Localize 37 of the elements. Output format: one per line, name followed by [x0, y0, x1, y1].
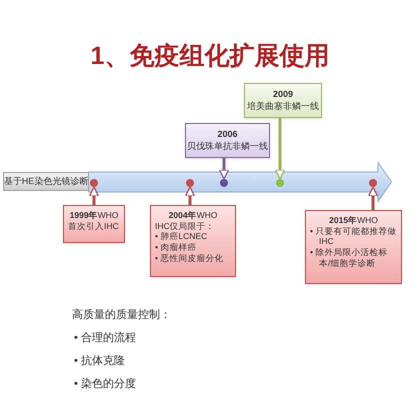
- event-text: • 除外局限小活检标本/细胞学诊断: [310, 246, 388, 268]
- event-text: 培美曲塞非鳞一线: [247, 100, 319, 112]
- timeline-dot: [220, 179, 228, 187]
- event-text: • 肉瘤样癌: [155, 242, 196, 252]
- event-box: [185, 123, 270, 158]
- event-box: [305, 210, 402, 284]
- timeline-arrow: [88, 162, 392, 202]
- event-box: [244, 83, 322, 118]
- arrow: [88, 186, 100, 205]
- arrow: [368, 186, 378, 210]
- arrow: [274, 118, 286, 180]
- note-item: • 抗体克隆: [74, 354, 126, 369]
- year-label: 2006: [217, 129, 238, 140]
- note-heading: 高质量的质量控制：: [72, 308, 171, 323]
- timeline-dot: [369, 179, 377, 187]
- timeline-dot: [276, 179, 284, 187]
- event-text: 1999年WHO: [68, 210, 120, 221]
- event-box: [63, 205, 125, 243]
- event-text: • 肺癌LCNEC: [155, 231, 208, 242]
- event-box: [150, 205, 236, 277]
- year-label: 2009: [272, 89, 294, 100]
- event-text: 基于HE染色光镜诊断: [4, 176, 88, 188]
- event-text: • 只要有可能都推荐做IHC: [310, 226, 397, 247]
- arrow: [184, 186, 196, 205]
- event-text: 首次引入IHC: [68, 220, 120, 232]
- note-item: • 合理的流程: [74, 330, 137, 346]
- event-text: 贝伐珠单抗非鳞一线: [187, 140, 268, 152]
- label-box: [3, 172, 89, 191]
- title: 1、免疫组化扩展使用: [90, 41, 330, 72]
- note-item: • 染色的分度: [74, 376, 137, 392]
- event-text: 2004年WHO: [168, 210, 218, 221]
- event-text: • 恶性间皮瘤分化: [155, 252, 224, 264]
- timeline-dot: [186, 179, 194, 187]
- timeline-dot: [90, 179, 98, 187]
- event-text: 2015年WHO: [328, 215, 379, 226]
- arrow: [218, 158, 230, 180]
- event-text: IHC仅局限于：: [155, 220, 216, 232]
